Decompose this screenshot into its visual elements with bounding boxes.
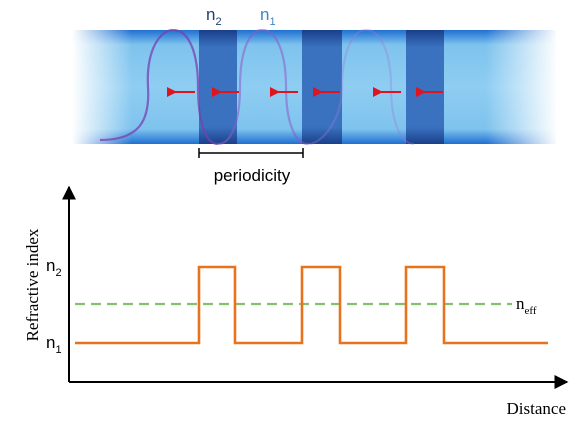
wave-segment [99,28,219,146]
label-n1: n1 [260,5,276,28]
grating-block [199,30,237,144]
light-wave [99,28,415,146]
refractive-index-plot: Refractive index Distance n2 n1 neff [23,185,569,418]
label-n2: n2 [206,5,222,28]
tick-n2: n2 [46,256,62,279]
wave-segment [217,28,309,146]
x-axis-label: Distance [507,399,566,418]
tick-n1: n1 [46,333,62,356]
grating-block [302,30,342,144]
waveguide: n2 n1 [72,5,558,148]
periodicity-bracket [198,148,304,158]
grating-block [406,30,444,144]
refractive-index-profile [75,265,548,345]
fade-left [72,26,132,148]
fade-right [486,26,558,148]
neff-label: neff [516,294,537,317]
y-axis-label: Refractive index [23,228,42,341]
wave-segment [307,28,415,146]
periodicity-label: periodicity [214,166,291,185]
